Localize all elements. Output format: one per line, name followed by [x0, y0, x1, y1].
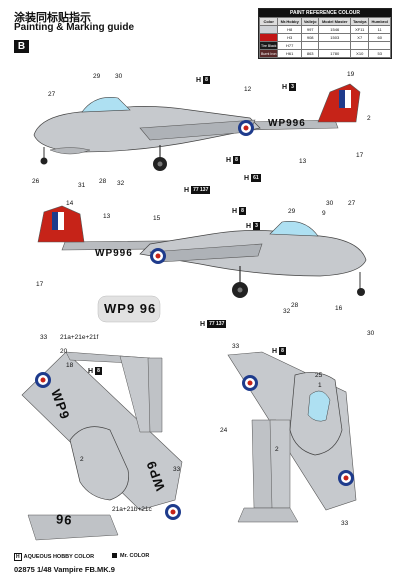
- callout-number: 24: [220, 427, 228, 434]
- serial-decal-patch: [97, 295, 161, 323]
- callout-number: 28: [291, 302, 299, 309]
- callout-number: 21a+21e+21f: [60, 334, 99, 341]
- callout-number: 32: [283, 308, 291, 315]
- callout-number: 1: [318, 382, 322, 389]
- kit-code: 02875 1/48 Vampire FB.MK.9: [14, 565, 115, 574]
- callout-number: 13: [299, 158, 307, 165]
- callout-number: 33: [40, 334, 48, 341]
- callout-number: 27: [48, 91, 56, 98]
- callout-number: 21a+21b+21c: [112, 506, 152, 513]
- cell: 863: [300, 49, 320, 58]
- callout-number: 17: [356, 152, 364, 159]
- table-row: Tire Black H77: [258, 41, 391, 50]
- callout-number: 2: [80, 456, 84, 463]
- callout-number: 17: [36, 281, 44, 288]
- callout-number: 20: [60, 348, 68, 355]
- side-view-1: [33, 83, 361, 171]
- callout-number: 28: [99, 178, 107, 185]
- callout-number: 2: [367, 115, 371, 122]
- callout-number: 15: [153, 215, 161, 222]
- page-title-en: Painting & Marking guide: [14, 22, 135, 33]
- page-title-cn: 涂装同标贴指示: [14, 12, 91, 24]
- paint-reference-table: PAINT REFERENCE COLOUR Color Mr.Hobby Va…: [258, 8, 392, 59]
- callout-number: 26: [32, 178, 40, 185]
- cell: 53: [368, 49, 391, 58]
- paint-reference-title: PAINT REFERENCE COLOUR: [259, 9, 391, 17]
- callout-number: 16: [335, 305, 343, 312]
- callout-number: 33: [341, 520, 349, 527]
- callout-number: 13: [103, 213, 111, 220]
- side-view-2: [37, 205, 367, 298]
- callout-number: 9: [322, 210, 326, 217]
- callout-number: 27: [348, 200, 356, 207]
- callout-number: 29: [93, 73, 101, 80]
- color-swatch: Burnt Iron: [258, 49, 279, 58]
- plan-view-top: [21, 351, 183, 541]
- legend-mr-color: Mr. COLOR: [112, 553, 149, 559]
- section-badge: B: [14, 40, 29, 53]
- serial-side-2: WP996: [95, 248, 133, 259]
- callout-number: 14: [66, 200, 74, 207]
- serial-decal: WP9 96: [104, 301, 157, 316]
- callout-number: 19: [347, 71, 355, 78]
- callout-number: 33: [232, 343, 240, 350]
- table-row: Burnt Iron H61 863 1780 X10 53: [258, 49, 391, 58]
- serial-plan-tail: 96: [54, 511, 73, 528]
- callout-number: 29: [288, 208, 296, 215]
- callout-number: 18: [66, 362, 74, 369]
- callout-number: 30: [367, 330, 375, 337]
- callout-number: 30: [326, 200, 334, 207]
- plan-view-bottom: [227, 351, 357, 523]
- serial-side-1: WP996: [268, 118, 306, 129]
- callout-number: 33: [173, 466, 181, 473]
- callout-number: 32: [117, 180, 125, 187]
- callout-number: 30: [115, 73, 123, 80]
- callout-number: 12: [244, 86, 252, 93]
- cell: X10: [350, 49, 370, 58]
- callout-number: 2: [275, 446, 279, 453]
- callout-number: 25: [315, 372, 323, 379]
- callout-number: 31: [78, 182, 86, 189]
